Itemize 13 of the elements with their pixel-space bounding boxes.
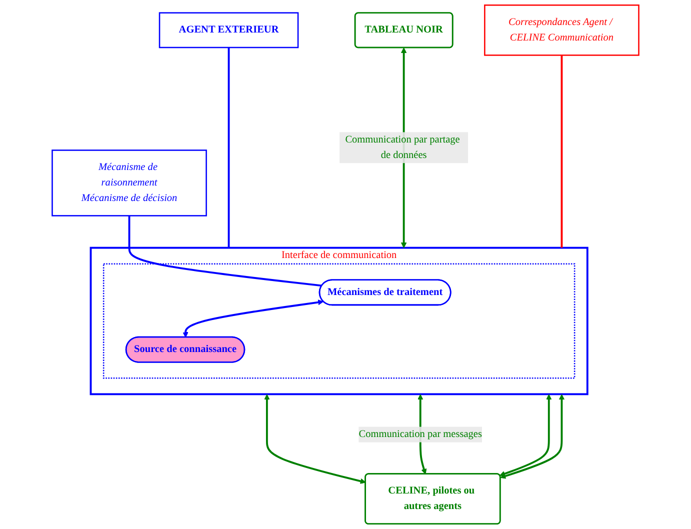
connector	[128, 216, 322, 287]
arrow	[264, 394, 366, 484]
arrow	[500, 394, 552, 476]
arrow	[182, 300, 324, 338]
arrow	[500, 394, 565, 479]
node-box: Mécanisme de raisonnement Mécanisme de décision	[52, 150, 207, 216]
node-box: Correspondances Agent / CELINE Communication	[484, 4, 640, 56]
connector	[560, 55, 563, 248]
connector	[228, 48, 230, 248]
node-box: AGENT EXTERIEUR	[158, 12, 299, 48]
cluster	[102, 263, 576, 379]
edge-label: Communication par messages	[358, 428, 482, 440]
edge-label: Communication par partage de données	[345, 134, 460, 160]
